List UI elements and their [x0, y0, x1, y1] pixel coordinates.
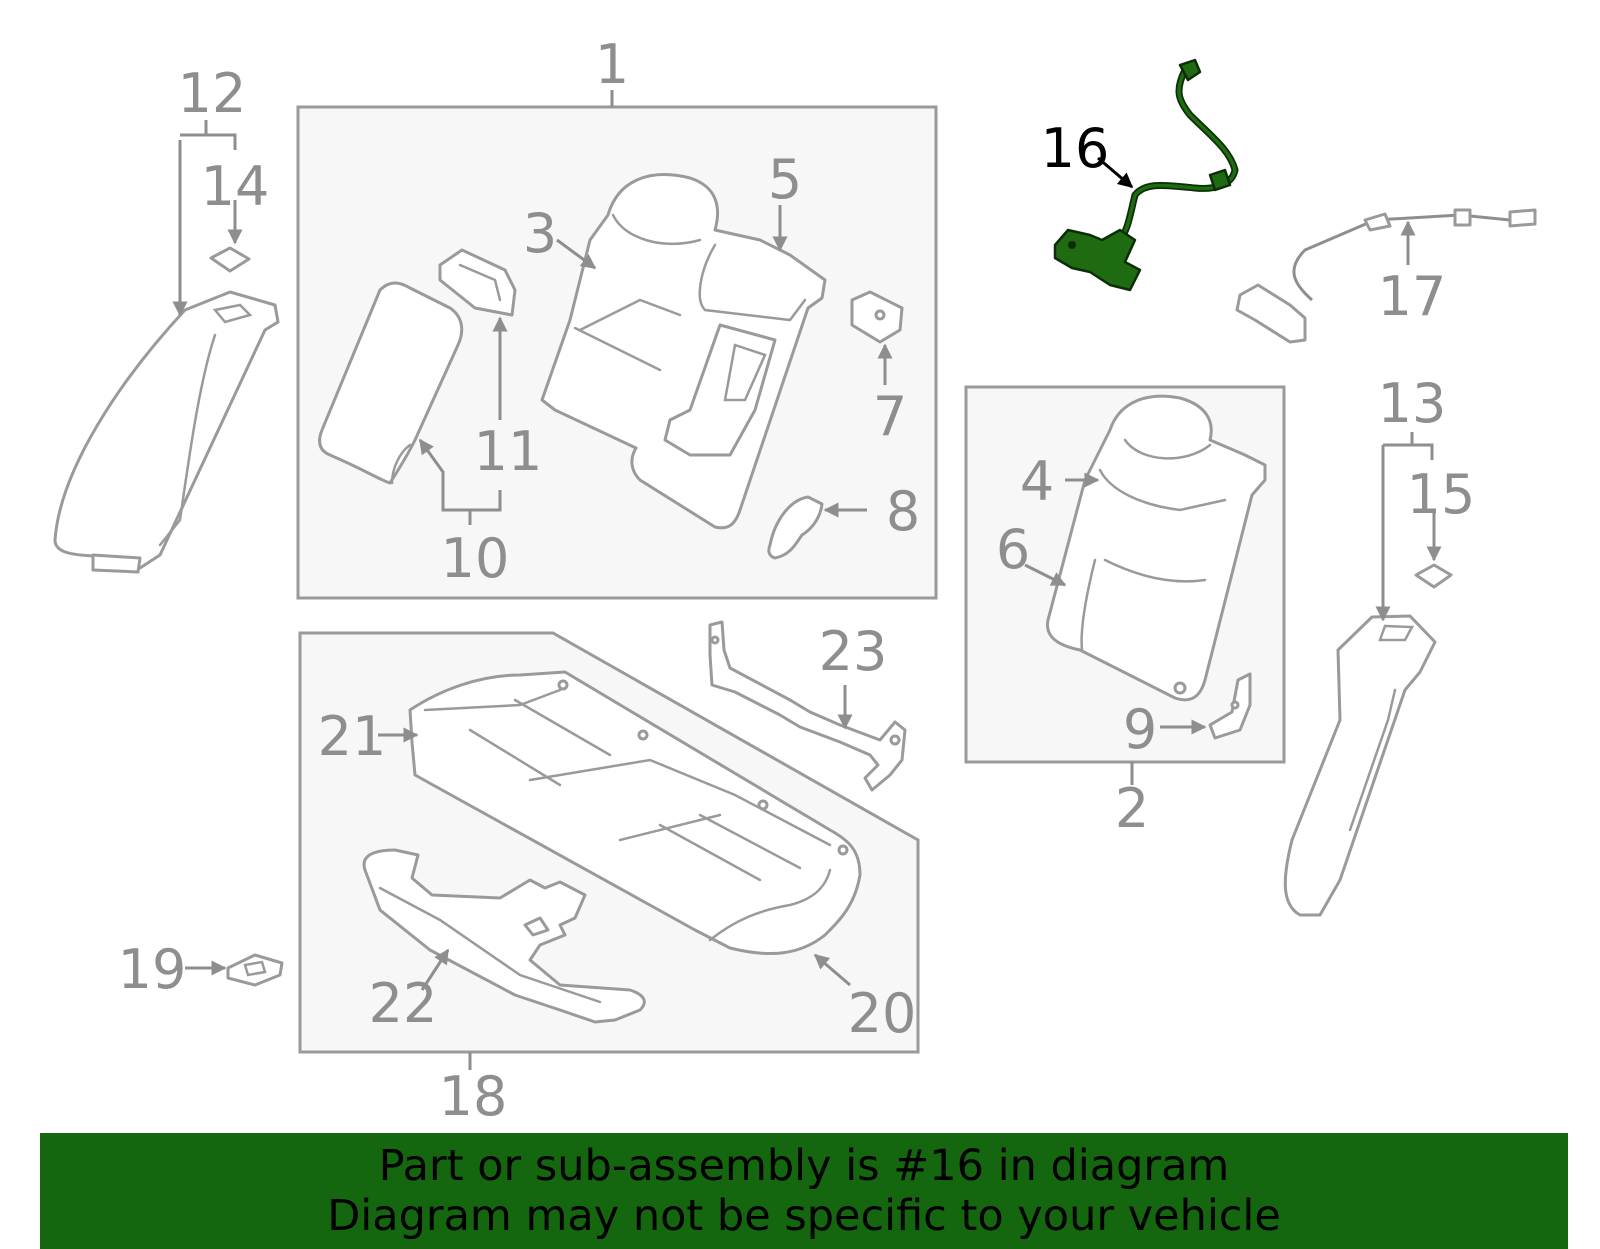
callout-17: 17 — [1378, 265, 1447, 328]
callout-labels: 1 2 3 4 5 6 7 8 9 10 11 12 13 14 15 16 1… — [118, 33, 1476, 1128]
callout-7: 7 — [873, 385, 907, 448]
bracket-small-upper — [850, 290, 904, 344]
seat-back-small — [1045, 394, 1267, 702]
callout-4: 4 — [1020, 450, 1054, 513]
callout-14: 14 — [201, 155, 270, 218]
seat-cushion — [408, 670, 862, 956]
armrest-hinge — [438, 248, 517, 317]
seat-back-large — [540, 173, 827, 530]
callout-5: 5 — [768, 148, 802, 211]
side-bolster-left — [53, 246, 280, 574]
callout-11: 11 — [474, 420, 543, 483]
bracket-small-lower — [1208, 672, 1252, 740]
wire-harness-17 — [1235, 208, 1537, 344]
callout-13: 13 — [1378, 372, 1447, 435]
callout-1: 1 — [595, 33, 629, 96]
callout-10: 10 — [441, 527, 510, 590]
callout-20: 20 — [848, 982, 917, 1045]
banner-line-2: Diagram may not be specific to your vehi… — [327, 1191, 1281, 1241]
callout-12: 12 — [178, 62, 247, 125]
callout-8: 8 — [886, 480, 920, 543]
callout-9: 9 — [1123, 698, 1157, 761]
callout-16: 16 — [1041, 117, 1110, 180]
callout-22: 22 — [369, 972, 438, 1035]
armrest — [318, 281, 464, 485]
info-banner: Part or sub-assembly is #16 in diagram D… — [40, 1133, 1568, 1249]
clip — [767, 495, 824, 560]
callout-15: 15 — [1407, 463, 1476, 526]
cushion-wire-bracket — [708, 620, 907, 792]
callout-3: 3 — [523, 202, 557, 265]
clip-19 — [226, 953, 284, 987]
banner-line-1: Part or sub-assembly is #16 in diagram — [378, 1141, 1230, 1191]
wire-harness-16-highlighted — [1053, 58, 1239, 292]
callout-19: 19 — [118, 938, 187, 1001]
cushion-frame — [362, 848, 646, 1024]
callout-18: 18 — [439, 1065, 508, 1128]
callout-21: 21 — [318, 705, 387, 768]
side-bolster-right — [1283, 563, 1453, 917]
callout-23: 23 — [819, 620, 888, 683]
callout-6: 6 — [996, 518, 1030, 581]
callout-2: 2 — [1115, 777, 1149, 840]
leader-lines — [172, 90, 1442, 1070]
